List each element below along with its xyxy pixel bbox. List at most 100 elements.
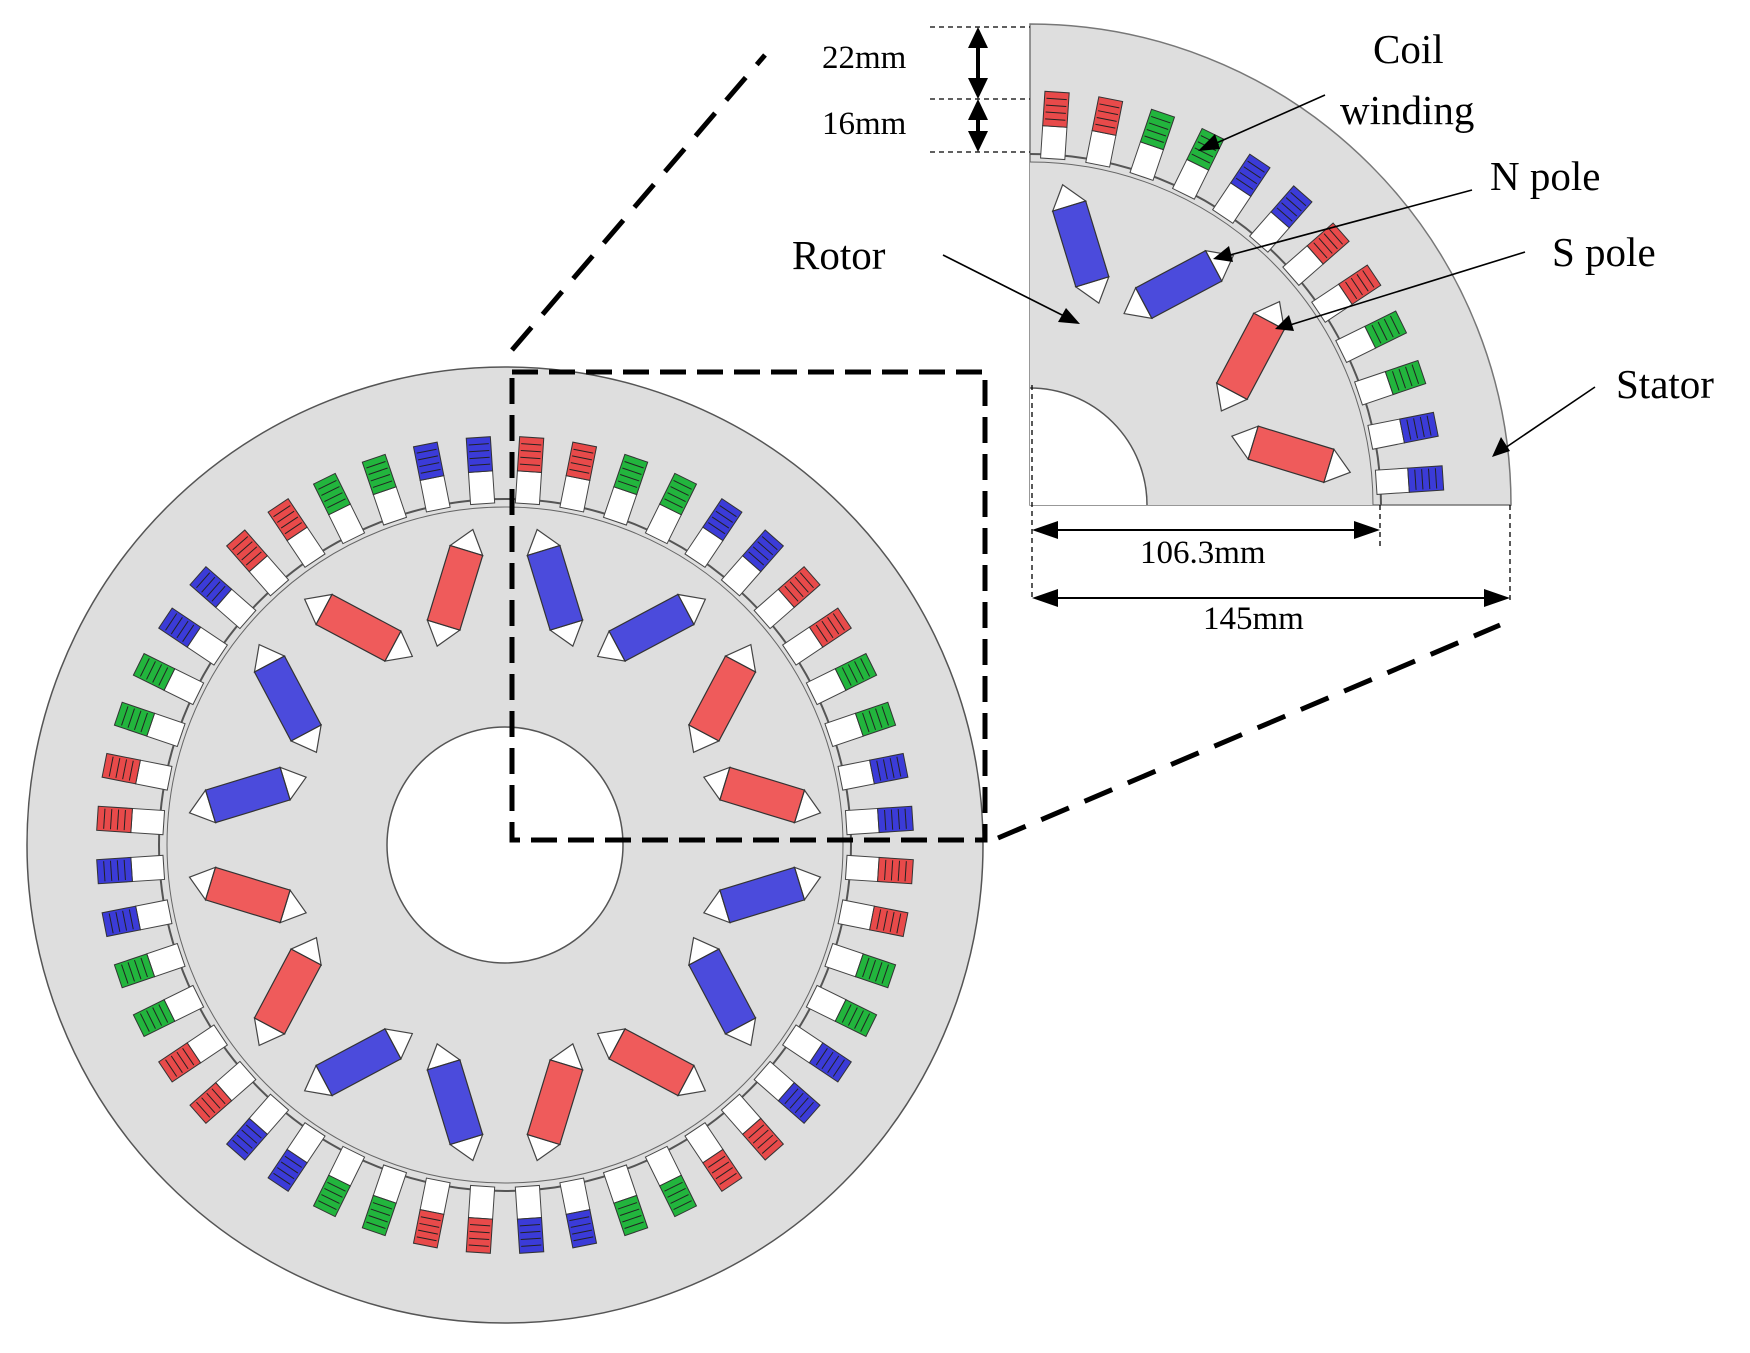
coil-winding [189, 1081, 233, 1125]
coil-turn [1406, 419, 1412, 440]
coil-turn [1318, 237, 1333, 254]
stator-slot [684, 1121, 743, 1192]
coil-turn [890, 860, 894, 881]
stator-slot [96, 805, 166, 836]
coil-turn [827, 1055, 840, 1073]
coil-turn [232, 536, 249, 551]
coil-winding [1091, 96, 1124, 136]
coil-turn [182, 1048, 195, 1066]
coil-turn [123, 809, 126, 831]
coil-winding [1407, 465, 1445, 493]
rotor-magnet [188, 866, 308, 924]
coil-turn [1099, 103, 1120, 109]
coil-turn [469, 463, 491, 466]
coil-turn [904, 808, 907, 829]
coil-turn [139, 1013, 150, 1032]
coil-turn [1421, 469, 1424, 490]
coil-turn [619, 474, 640, 482]
coil-turn [158, 667, 169, 686]
permanent-magnet [608, 1028, 695, 1097]
stator-slot [1129, 108, 1176, 182]
coil-turn [196, 572, 211, 589]
stator-slot [514, 436, 545, 506]
coil-turn [277, 1167, 295, 1180]
coil-winding [225, 1117, 269, 1161]
coil-turn [115, 912, 121, 932]
permanent-magnet [719, 866, 806, 924]
stator-slot [1353, 359, 1427, 406]
coil-turn [889, 758, 895, 778]
stator-slot [602, 453, 649, 526]
stator-slot [158, 607, 229, 666]
stator-label: Stator [1616, 361, 1714, 407]
coil-winding [565, 1209, 598, 1249]
coil-turn [201, 1097, 216, 1114]
coil-turn [241, 1129, 258, 1144]
coil-turn [757, 541, 774, 556]
stator-slot [465, 436, 496, 506]
coil-turn [664, 1181, 683, 1192]
coil-winding [834, 652, 878, 692]
coil-turn [152, 664, 163, 683]
coil-winding [158, 607, 202, 648]
coil-winding [869, 905, 909, 938]
dimension-label-145mm: 145mm [1203, 601, 1304, 637]
coil-turn [318, 479, 337, 490]
coil-turn [469, 1224, 491, 1227]
coil-winding [516, 1217, 545, 1254]
coil-winding [96, 856, 133, 885]
stator-slot [781, 1024, 852, 1083]
coil-turn [366, 1221, 386, 1229]
coil-turn [841, 667, 852, 686]
coil-turn [370, 474, 391, 482]
coil-turn [123, 859, 126, 881]
coil-turn [128, 909, 134, 930]
zoom-stator-slots [1040, 90, 1445, 495]
coil-turn [832, 1059, 845, 1077]
n-pole-label: N pole [1490, 153, 1600, 199]
coil-turn [784, 1088, 799, 1105]
coil-turn [1434, 468, 1438, 489]
zoom-connector-top [510, 53, 767, 352]
permanent-magnet [1051, 200, 1110, 288]
coil-turn [667, 492, 686, 503]
rotor-magnet [303, 593, 414, 662]
stator-slot [132, 652, 205, 706]
coil-turn [569, 1216, 590, 1222]
coil-turn [868, 959, 876, 980]
permanent-magnet [204, 766, 291, 824]
slot-opening [1040, 125, 1068, 161]
slot-opening [467, 470, 496, 506]
coil-winding [702, 498, 743, 542]
coil-turn [232, 1139, 249, 1154]
coil-turn [862, 957, 870, 978]
coil-turn [868, 710, 876, 731]
rotor-magnet [1051, 183, 1110, 305]
coil-turn [245, 1124, 262, 1139]
rotor-magnet [596, 1028, 707, 1097]
coil-turn [1239, 172, 1258, 185]
coil-turn [1144, 135, 1164, 143]
coil-turn [146, 661, 156, 680]
coil-turn [1323, 233, 1338, 250]
permanent-magnet [426, 1059, 484, 1146]
rotor-magnet [702, 766, 822, 824]
coil-turn [128, 760, 134, 781]
coil-winding [516, 436, 545, 473]
coil-turn [368, 467, 388, 475]
permanent-magnet [719, 766, 806, 824]
coil-turn [245, 551, 262, 566]
coil-turn [419, 1222, 440, 1228]
coil-winding [777, 565, 821, 609]
stator-slot [644, 1145, 698, 1218]
coil-turn [321, 1194, 340, 1204]
coil-turn [182, 624, 195, 642]
coil-turn [170, 617, 183, 635]
coil-turn [277, 510, 295, 523]
coil-turn [170, 1055, 183, 1073]
coil-turn [1146, 129, 1167, 137]
permanent-magnet [1134, 249, 1223, 320]
coil-turn [372, 480, 393, 488]
coil-turn [520, 1230, 541, 1234]
